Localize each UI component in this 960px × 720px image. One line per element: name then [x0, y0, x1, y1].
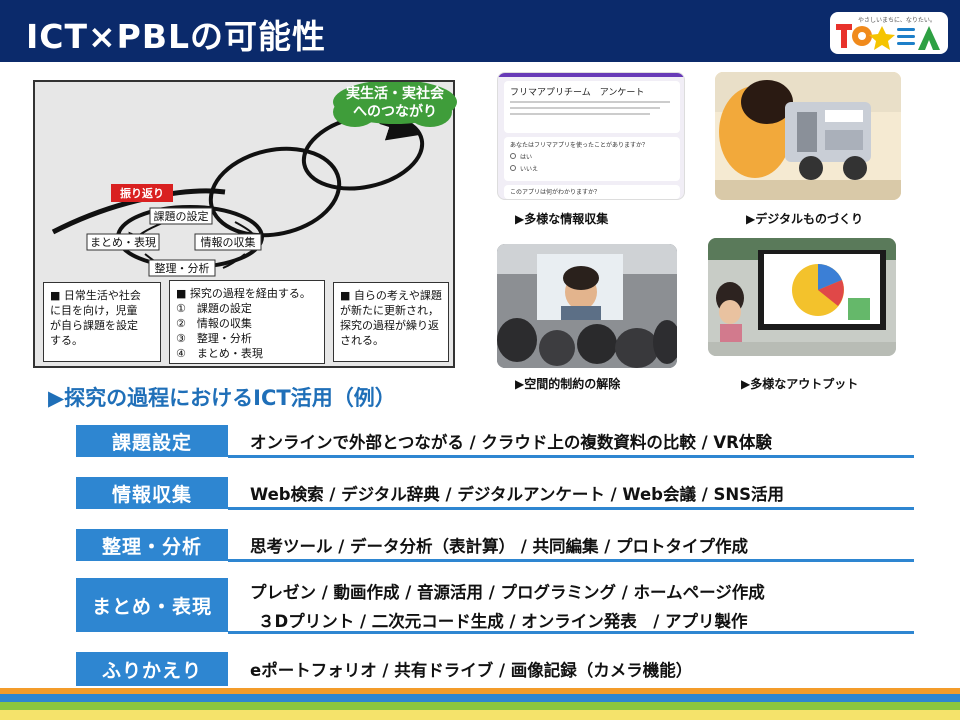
logo-tagline: やさしいまちに、なりたい。	[858, 17, 936, 24]
row-divider	[228, 559, 914, 562]
stage-matome: まとめ・表現	[90, 235, 156, 249]
box1-line: に目を向け，児童	[50, 304, 138, 317]
row-text-matome-2: ３Dプリント / 二次元コード生成 / オンライン発表 / アプリ製作	[258, 612, 748, 631]
bullet: ■	[176, 287, 187, 300]
box2-line: 探究の過程を経由する。	[189, 287, 311, 300]
section-heading: ▶探究の過程におけるICT活用（例）	[48, 386, 396, 410]
survey-question-2: このアプリは何がわかりますか？	[510, 189, 601, 196]
cloud-label-1: 実生活・実社会	[346, 85, 445, 102]
box2-line: ① 課題の設定	[176, 302, 252, 315]
box2-line: ③ 整理・分析	[176, 332, 252, 345]
row-text-matome-1: プレゼン / 動画作成 / 音源活用 / プログラミング / ホームページ作成	[250, 583, 765, 602]
cloud-label-2: へのつながり	[353, 103, 437, 120]
photo-survey-form: フリマアプリチーム アンケート あなたはフリマアプリを使ったことがありますか？ …	[497, 72, 685, 200]
caption-info-gathering: ▶多様な情報収集	[515, 212, 609, 226]
box1-line: が自ら課題を設定	[50, 319, 138, 332]
row-label-kadai: 課題設定	[76, 425, 228, 457]
box1-line: 日常生活や社会	[63, 289, 141, 302]
row-divider	[228, 455, 914, 458]
survey-option-yes: はい	[520, 154, 533, 161]
stage-seiri: 整理・分析	[155, 261, 210, 275]
box3-line: が新たに更新され，	[340, 304, 439, 317]
photo-remote-meeting	[497, 244, 677, 368]
survey-question: あなたはフリマアプリを使ったことがありますか？	[510, 142, 649, 149]
stage-kadai: 課題の設定	[154, 209, 209, 223]
survey-option-no: いいえ	[520, 166, 539, 173]
caption-digital-making: ▶デジタルものづくり	[746, 212, 863, 226]
photo-digital-making	[715, 72, 901, 200]
furikaeri-label: 振り返り	[120, 186, 164, 200]
title-bar: ICT×PBLの可能性 やさしいまちに、なりたい。	[0, 0, 960, 62]
box3-line: 自らの考えや課題	[353, 289, 442, 302]
stage-joho: 情報の収集	[201, 235, 256, 249]
description-box-2: ■ 探究の過程を経由する。 ① 課題の設定 ② 情報の収集 ③ 整理・分析 ④ …	[169, 280, 325, 364]
row-text-kadai: オンラインで外部とつながる / クラウド上の複数資料の比較 / VR体験	[250, 433, 772, 452]
footer-stripe-orange	[0, 688, 960, 694]
organization-logo: やさしいまちに、なりたい。	[830, 12, 948, 54]
spiral-graphic: 実生活・実社会 へのつながり 振り返り 課題の設定 まとめ・表現 情報の収集 整…	[51, 82, 457, 277]
description-box-1: ■ 日常生活や社会 に目を向け，児童 が自ら課題を設定 する。	[43, 282, 161, 362]
box1-line: する。	[50, 334, 83, 347]
box2-line: ② 情報の収集	[176, 317, 252, 330]
box2-line: ④ まとめ・表現	[176, 347, 263, 360]
row-label-seiri: 整理・分析	[76, 529, 228, 561]
row-label-furikaeri: ふりかえり	[76, 652, 228, 686]
footer-stripe-green	[0, 702, 960, 710]
caption-remote: ▶空間的制約の解除	[515, 377, 621, 391]
survey-title: フリマアプリチーム アンケート	[510, 88, 645, 98]
footer-stripe-blue	[0, 694, 960, 702]
row-text-seiri: 思考ツール / データ分析（表計算） / 共同編集 / プロトタイプ作成	[250, 537, 749, 556]
row-text-furikaeri: eポートフォリオ / 共有ドライブ / 画像記録（カメラ機能）	[250, 661, 693, 680]
photo-presentation	[708, 238, 896, 356]
row-label-joho: 情報収集	[76, 477, 228, 509]
caption-output: ▶多様なアウトプット	[741, 377, 859, 391]
footer-stripe-yellow	[0, 710, 960, 720]
row-divider	[228, 631, 914, 634]
row-label-matome: まとめ・表現	[76, 578, 228, 632]
row-text-joho: Web検索 / デジタル辞典 / デジタルアンケート / Web会議 / SNS…	[250, 485, 785, 504]
radio-icon	[510, 153, 516, 159]
box3-line: 探究の過程が繰り返	[340, 319, 439, 332]
page-title: ICT×PBLの可能性	[26, 17, 327, 56]
row-divider	[228, 507, 914, 510]
bullet: ■	[340, 289, 351, 302]
radio-icon	[510, 165, 516, 171]
box3-line: される。	[340, 334, 384, 347]
bullet: ■	[50, 289, 61, 302]
inquiry-spiral-diagram: 実生活・実社会 へのつながり 振り返り 課題の設定 まとめ・表現 情報の収集 整…	[33, 80, 457, 368]
description-box-3: ■ 自らの考えや課題 が新たに更新され， 探究の過程が繰り返 される。	[333, 282, 449, 362]
